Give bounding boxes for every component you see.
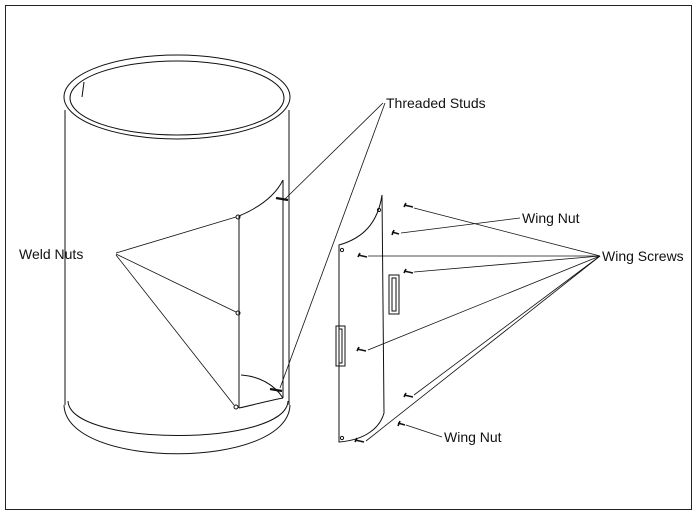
opening-top-curve (238, 179, 284, 217)
panel-hole (339, 435, 345, 441)
threaded-stud-bottom (269, 387, 283, 393)
leader-wing-screws-6 (365, 255, 601, 442)
door-panel (335, 194, 400, 443)
label-wing-nut-bottom: Wing Nut (444, 429, 502, 445)
leader-wing-screws-4 (367, 255, 601, 351)
panel-hole (376, 207, 382, 213)
leader-wing-screws-3 (413, 255, 601, 273)
wing-nut-bottom-part (397, 420, 406, 427)
cylinder (63, 54, 291, 455)
diagram-border (5, 5, 692, 510)
opening-bottom-curve (240, 374, 284, 399)
label-threaded-studs: Threaded Studs (386, 95, 486, 111)
leader-threaded-studs-bottom (279, 102, 386, 389)
fasteners (354, 202, 414, 443)
label-wing-screws: Wing Screws (602, 248, 684, 264)
leader-lines (115, 102, 601, 442)
leader-wing-screws-1 (413, 207, 601, 257)
leader-weld-nuts-bottom (115, 254, 235, 406)
leader-wing-nut-bottom (405, 424, 443, 438)
wing-screw (403, 202, 414, 208)
label-wing-nut-top: Wing Nut (522, 210, 580, 226)
weld-nut-bottom (233, 404, 239, 410)
wing-screw (354, 437, 365, 443)
panel-slot-left-inner (338, 328, 343, 364)
cylinder-bottom-rim-inner (67, 400, 289, 436)
leader-weld-nuts-middle (115, 253, 237, 313)
wing-screw (357, 252, 368, 258)
wing-screw (403, 392, 414, 398)
panel-outline (338, 194, 385, 443)
weld-nut-middle (235, 310, 241, 316)
panel-slot-right-inner (391, 277, 397, 312)
leader-threaded-studs-top (284, 102, 384, 200)
label-weld-nuts: Weld Nuts (19, 246, 84, 262)
opening-floor-curve (238, 397, 284, 409)
wing-nut-top-part (391, 229, 400, 236)
cylinder-rim-seam (81, 81, 85, 98)
cylinder-top-rim-outer (63, 54, 291, 140)
cylinder-bottom-rim-outer (63, 404, 291, 455)
leader-wing-nut-top (400, 217, 521, 234)
cylinder-top-rim-inner (69, 60, 285, 136)
wing-screw (356, 346, 367, 352)
panel-slot-left (335, 325, 346, 367)
threaded-stud-top (275, 196, 289, 202)
wing-screw (403, 268, 414, 274)
leader-wing-screws-5 (413, 255, 601, 396)
panel-slot-right (388, 274, 400, 315)
leader-weld-nuts-top (115, 216, 237, 254)
panel-hole (339, 247, 345, 253)
